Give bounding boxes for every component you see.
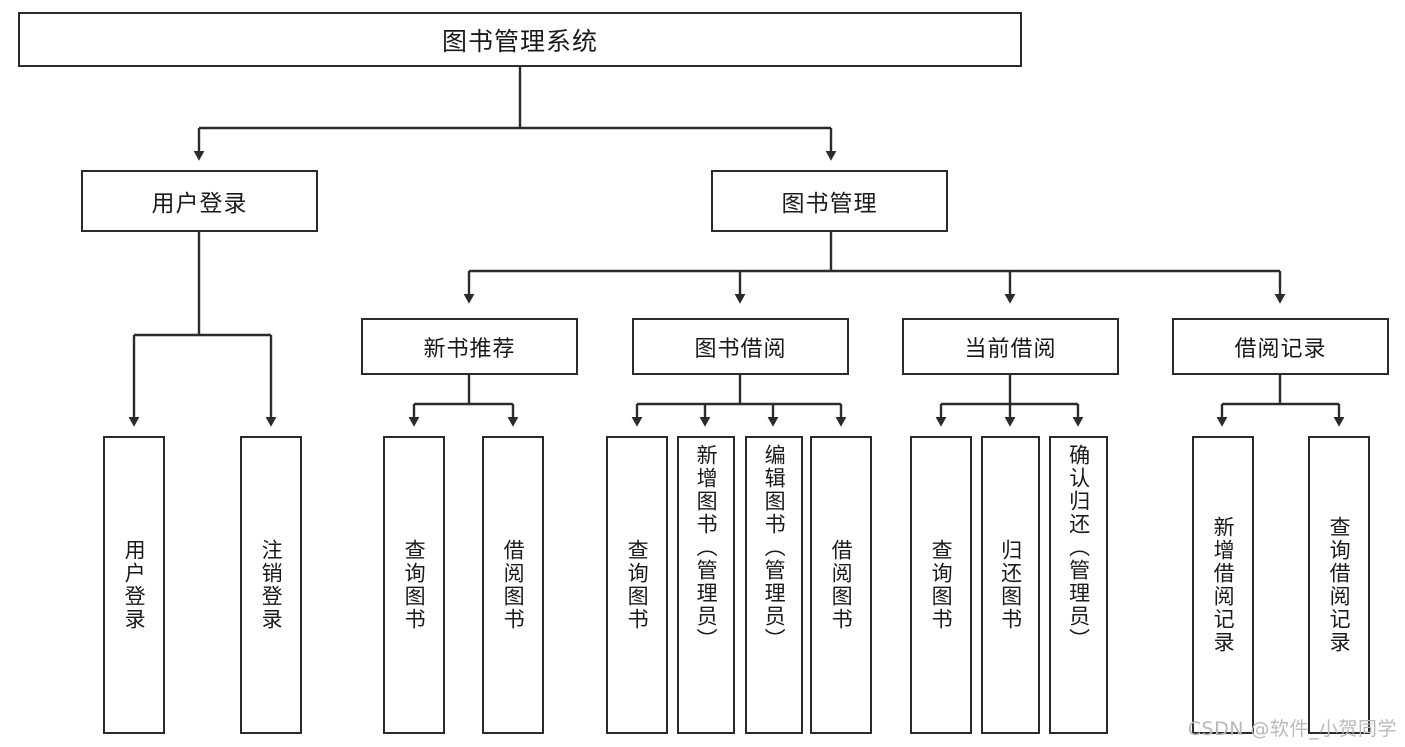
leaf-label: 查询图书 — [929, 539, 954, 631]
leaf-label: 借阅图书 — [829, 539, 854, 631]
leaf-label: 编辑图书（管理员） — [762, 444, 787, 651]
node-label: 当前借阅 — [964, 336, 1057, 362]
leaf-label: 查询图书 — [625, 539, 650, 631]
leaf-label: 借阅图书 — [501, 539, 526, 631]
leaf-label: 确认归还（管理员） — [1066, 444, 1091, 651]
node-borrow-records[interactable]: 借阅记录 — [1172, 318, 1389, 375]
node-label: 图书管理系统 — [441, 26, 598, 56]
leaf-label: 查询借阅记录 — [1327, 516, 1352, 654]
leaf-label: 用户登录 — [122, 539, 147, 631]
leaf-label: 归还图书 — [998, 539, 1023, 631]
node-book-management[interactable]: 图书管理 — [711, 170, 948, 232]
leaf-query-book-recommend[interactable]: 查询图书 — [383, 436, 445, 734]
node-label: 用户登录 — [151, 191, 248, 217]
leaf-user-login[interactable]: 用户登录 — [103, 436, 165, 734]
leaf-label: 注销登录 — [259, 539, 284, 631]
leaf-query-borrow-record[interactable]: 查询借阅记录 — [1308, 436, 1370, 734]
leaf-borrow-book[interactable]: 借阅图书 — [810, 436, 872, 734]
node-label: 图书借阅 — [694, 336, 787, 362]
node-label: 新书推荐 — [423, 336, 516, 362]
node-root-book-management-system[interactable]: 图书管理系统 — [18, 12, 1022, 67]
leaf-query-book-borrow[interactable]: 查询图书 — [606, 436, 668, 734]
watermark: CSDN @软件_小贺同学 — [1187, 718, 1397, 740]
leaf-borrow-book-recommend[interactable]: 借阅图书 — [482, 436, 544, 734]
node-user-login[interactable]: 用户登录 — [81, 170, 318, 232]
leaf-label: 新增图书（管理员） — [694, 444, 719, 651]
leaf-label: 新增借阅记录 — [1211, 516, 1236, 654]
leaf-query-book-current[interactable]: 查询图书 — [910, 436, 972, 734]
node-new-book-recommend[interactable]: 新书推荐 — [361, 318, 578, 375]
leaf-edit-book-admin[interactable]: 编辑图书（管理员） — [745, 436, 803, 734]
leaf-return-book[interactable]: 归还图书 — [981, 436, 1040, 734]
leaf-confirm-return-admin[interactable]: 确认归还（管理员） — [1049, 436, 1108, 734]
leaf-add-book-admin[interactable]: 新增图书（管理员） — [677, 436, 735, 734]
node-label: 图书管理 — [781, 191, 878, 217]
node-book-borrow[interactable]: 图书借阅 — [632, 318, 849, 375]
node-current-borrow[interactable]: 当前借阅 — [902, 318, 1119, 375]
node-label: 借阅记录 — [1234, 336, 1327, 362]
leaf-label: 查询图书 — [402, 539, 427, 631]
leaf-add-borrow-record[interactable]: 新增借阅记录 — [1192, 436, 1254, 734]
leaf-logout-login[interactable]: 注销登录 — [240, 436, 302, 734]
